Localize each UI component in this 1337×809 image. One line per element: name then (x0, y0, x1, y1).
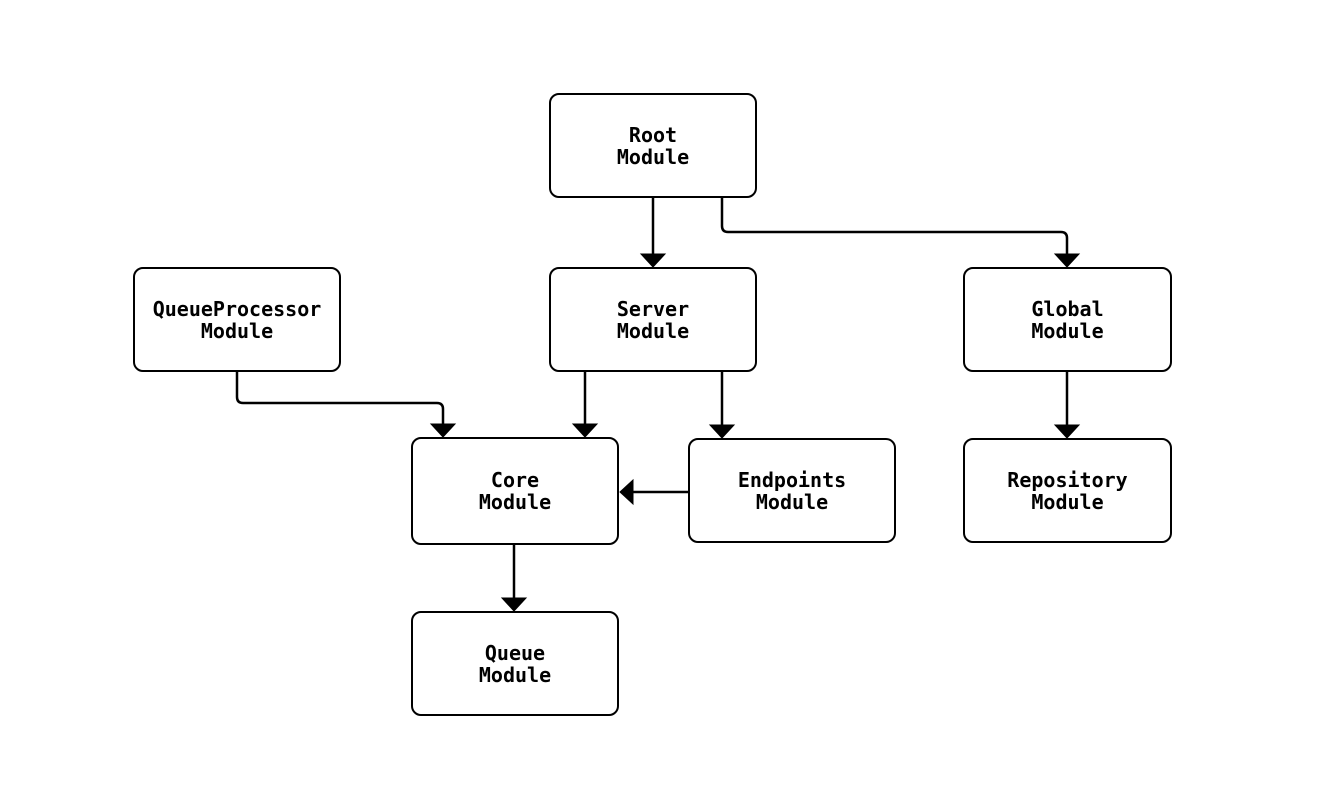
node-core-module: Core Module (411, 437, 619, 545)
node-root-module: Root Module (549, 93, 757, 198)
arrowhead-icon-core-module-to-queue-module (500, 597, 528, 612)
arrowhead-icon-global-module-to-repository-module (1053, 424, 1081, 439)
node-repository-module: Repository Module (963, 438, 1172, 543)
arrowhead-icon-root-module-to-server-module (639, 253, 667, 268)
node-label-queue-module: Queue Module (478, 640, 552, 687)
node-label-endpoints-module: Endpoints Module (737, 467, 847, 514)
node-label-core-module: Core Module (478, 468, 552, 514)
node-label-repository-module: Repository Module (1007, 467, 1128, 514)
node-endpoints-module: Endpoints Module (688, 438, 896, 543)
node-label-global-module: Global Module (1031, 296, 1104, 343)
node-server-module: Server Module (549, 267, 757, 372)
arrowhead-icon-queueprocessor-module-to-core-module (429, 423, 457, 438)
node-label-root-module: Root Module (616, 122, 690, 169)
node-label-server-module: Server Module (616, 296, 690, 343)
node-queueprocessor-module: QueueProcessor Module (133, 267, 341, 372)
edge-queueprocessor-module-to-core-module (235, 370, 445, 426)
arrowhead-icon-root-module-to-global-module (1053, 253, 1081, 268)
node-label-queueprocessor-module: QueueProcessor Module (152, 296, 322, 343)
arrowhead-icon-server-module-to-endpoints-module (708, 424, 736, 439)
node-global-module: Global Module (963, 267, 1172, 372)
arrowhead-icon-endpoints-module-to-core-module (619, 478, 634, 506)
edge-root-module-to-global-module (720, 196, 1069, 256)
arrowhead-icon-server-module-to-core-module (571, 423, 599, 438)
node-queue-module: Queue Module (411, 611, 619, 716)
